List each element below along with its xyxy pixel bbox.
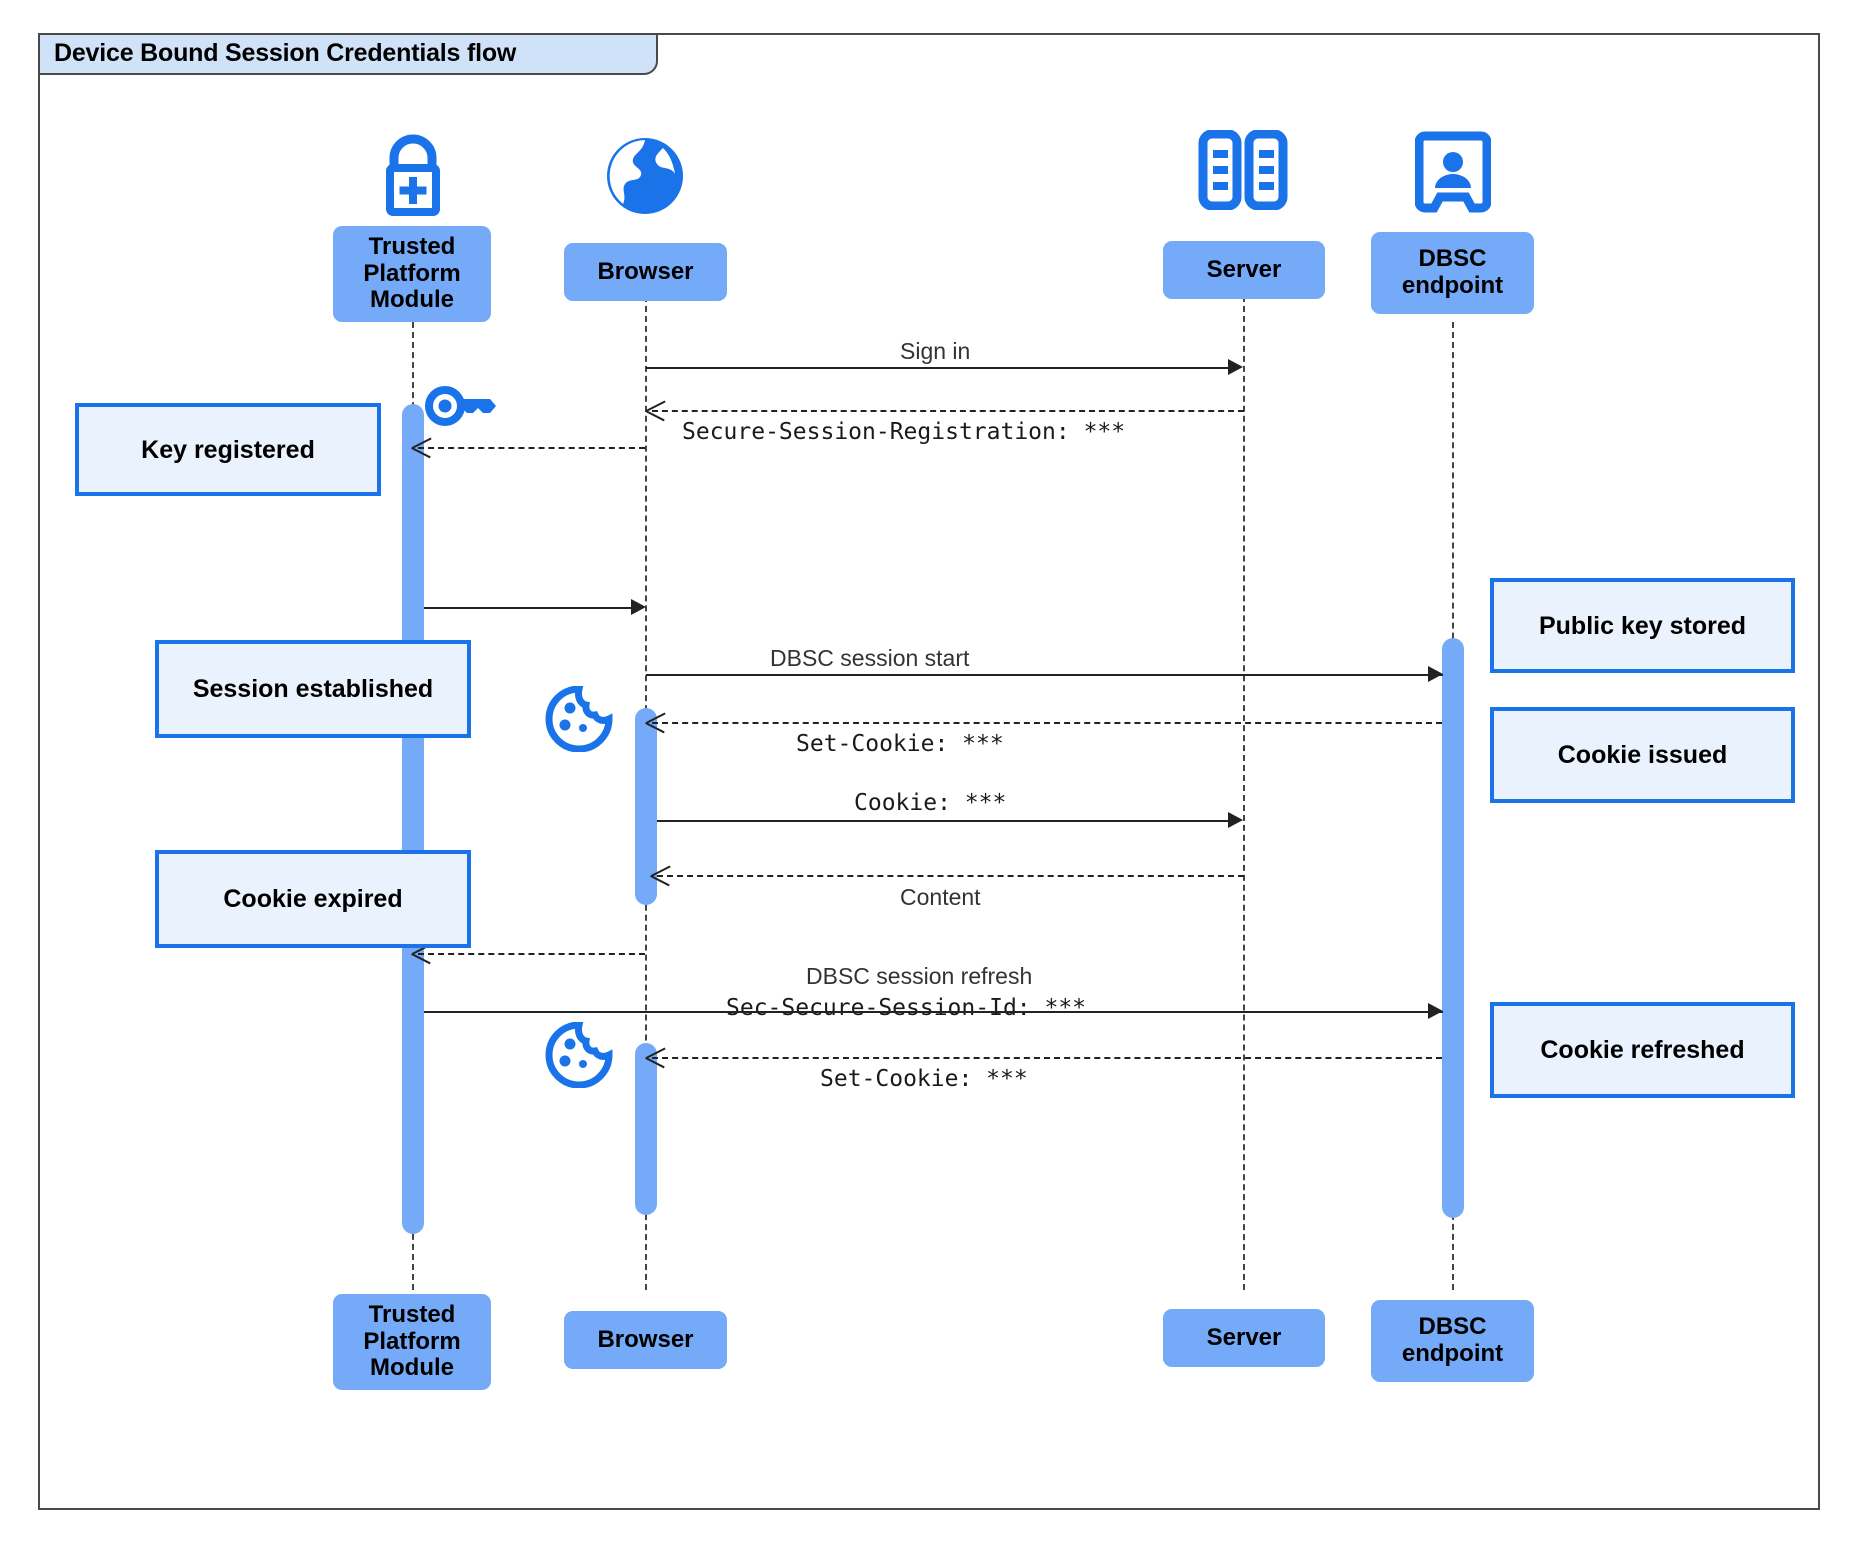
message-label-set-cookie-1: Set-Cookie: ***	[796, 731, 1004, 757]
message-line-dbsc-session-start	[646, 674, 1443, 676]
message-arrowhead-set-cookie-2	[646, 1047, 666, 1067]
message-line-cookie	[657, 820, 1229, 822]
note-public-key-stored: Public key stored	[1490, 578, 1795, 673]
note-cookie-expired: Cookie expired	[155, 850, 471, 948]
participant-server-bottom[interactable]: Server	[1163, 1309, 1325, 1367]
message-arrowhead-content	[651, 865, 671, 885]
message-arrowhead-sign-in	[1228, 359, 1243, 375]
message-label-sec-secure-session-id: Sec-Secure-Session-Id: ***	[726, 995, 1087, 1021]
lifeline-server	[1243, 286, 1245, 1290]
message-label-dbsc-session-start: DBSC session start	[770, 645, 970, 671]
message-line-tpm-to-browser-key	[424, 607, 638, 609]
message-line-browser-to-tpm-refresh	[418, 953, 645, 955]
activation-bar-browser-2	[635, 1043, 657, 1215]
globe-icon	[601, 132, 689, 220]
message-label-set-cookie-2: Set-Cookie: ***	[820, 1066, 1028, 1092]
note-session-established: Session established	[155, 640, 471, 738]
lock-plus-icon	[367, 128, 459, 220]
message-label-sign-in: Sign in	[900, 338, 971, 364]
participant-tpm-bottom[interactable]: Trusted Platform Module	[333, 1294, 491, 1390]
message-arrowhead-browser-to-tpm-register	[412, 437, 432, 457]
message-line-browser-to-tpm-register	[418, 447, 645, 449]
id-badge-icon	[1414, 130, 1492, 214]
diagram-title: Device Bound Session Credentials flow	[38, 33, 658, 75]
message-label-content: Content	[900, 884, 981, 910]
message-arrowhead-dbsc-session-refresh	[1428, 1003, 1443, 1019]
activation-bar-dbsc	[1442, 638, 1464, 1218]
message-line-set-cookie-2	[652, 1057, 1442, 1059]
participant-browser-bottom[interactable]: Browser	[564, 1311, 727, 1369]
participant-server-top[interactable]: Server	[1163, 241, 1325, 299]
participant-dbsc-top[interactable]: DBSC endpoint	[1371, 232, 1534, 314]
activation-bar-tpm	[402, 404, 424, 1234]
key-icon	[424, 385, 496, 433]
message-line-set-cookie-1	[652, 722, 1442, 724]
cookie-icon	[543, 1021, 615, 1089]
message-arrowhead-dbsc-session-start	[1428, 666, 1443, 682]
participant-browser-top[interactable]: Browser	[564, 243, 727, 301]
message-arrowhead-set-cookie-1	[646, 712, 666, 732]
message-arrowhead-cookie	[1228, 812, 1243, 828]
participant-dbsc-bottom[interactable]: DBSC endpoint	[1371, 1300, 1534, 1382]
note-cookie-issued: Cookie issued	[1490, 707, 1795, 803]
message-line-secure-session-registration	[652, 410, 1244, 412]
message-line-dbsc-session-refresh	[424, 1011, 1443, 1013]
message-label-secure-session-registration: Secure-Session-Registration: ***	[682, 419, 1126, 445]
message-arrowhead-tpm-to-browser-key	[631, 599, 646, 615]
participant-tpm-top[interactable]: Trusted Platform Module	[333, 226, 491, 322]
message-label-dbsc-session-refresh: DBSC session refresh	[806, 963, 1033, 989]
server-rack-icon	[1196, 129, 1290, 211]
cookie-icon	[543, 685, 615, 753]
message-line-sign-in	[646, 367, 1229, 369]
message-line-content	[657, 875, 1244, 877]
message-arrowhead-secure-session-registration	[646, 400, 666, 420]
note-key-registered: Key registered	[75, 403, 381, 496]
note-cookie-refreshed: Cookie refreshed	[1490, 1002, 1795, 1098]
message-label-cookie: Cookie: ***	[854, 790, 1007, 816]
activation-bar-browser-1	[635, 708, 657, 905]
